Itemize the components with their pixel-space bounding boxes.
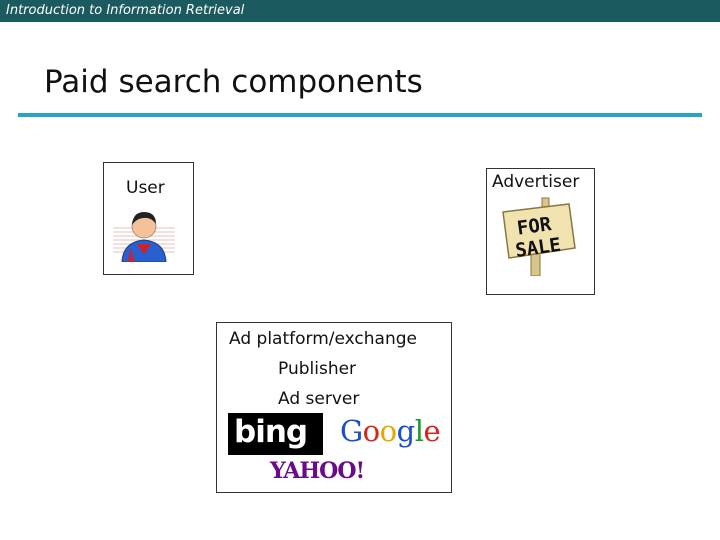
course-title: Introduction to Information Retrieval (6, 3, 245, 18)
google-letter-o2: o (379, 414, 397, 448)
publisher-label: Publisher (278, 359, 357, 379)
header-bar: Introduction to Information Retrieval (0, 0, 720, 22)
google-letter-g2: g (396, 414, 416, 448)
google-letter-o1: o (362, 414, 380, 448)
yahoo-logo: YAHOO! (270, 458, 365, 484)
ad-server-label: Ad server (278, 389, 360, 409)
google-letter-e: e (423, 414, 441, 448)
sign-line1: FOR (516, 213, 554, 240)
ad-platform-label: Ad platform/exchange (229, 329, 417, 349)
bing-logo: bing (228, 413, 323, 455)
for-sale-sign-icon: FOR SALE (502, 197, 576, 276)
title-divider (18, 113, 702, 117)
bing-logo-text: bing (234, 414, 308, 450)
ad-platform-box (216, 322, 452, 493)
google-letter-g: G (340, 414, 363, 448)
user-label: User (126, 178, 165, 198)
slide-title: Paid search components (44, 64, 423, 100)
google-letter-l: l (414, 414, 424, 448)
user-avatar-icon (113, 212, 175, 262)
advertiser-label: Advertiser (492, 172, 580, 192)
google-logo: Google (340, 414, 441, 448)
